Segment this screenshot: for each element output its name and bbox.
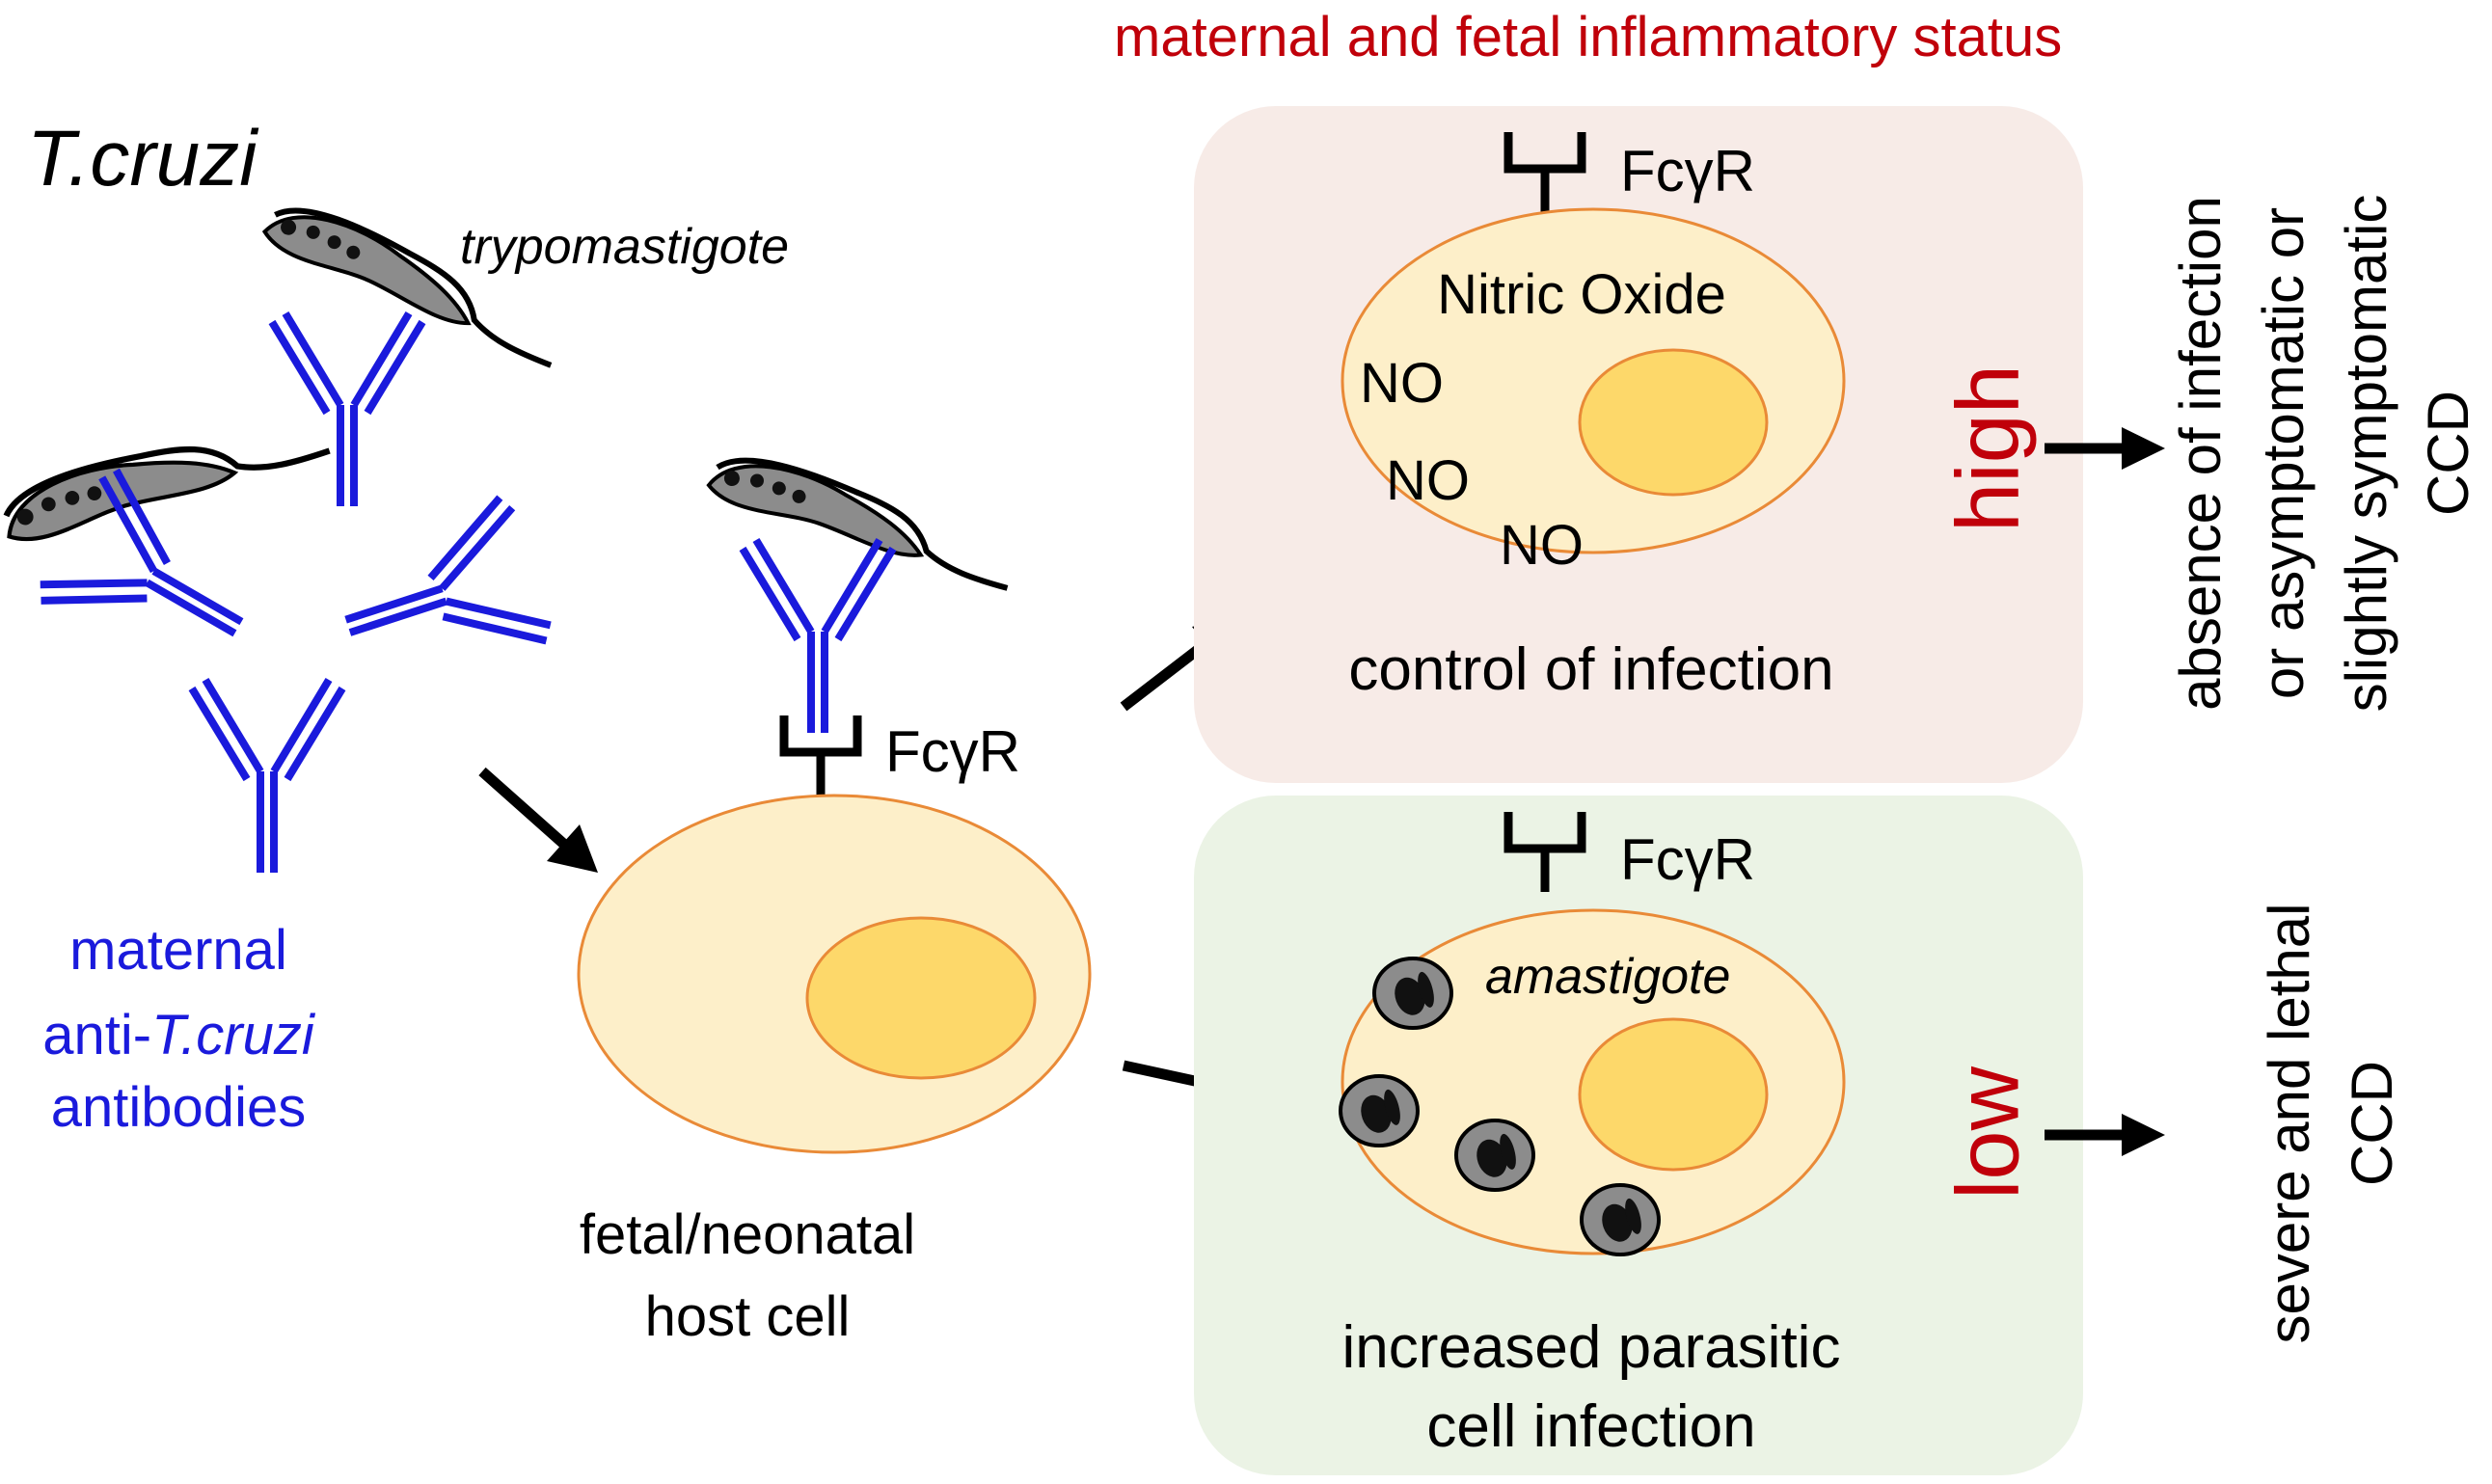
arrow-to-low-outcome — [2045, 1114, 2165, 1156]
maternal-antibody — [272, 313, 422, 506]
antibodies-line-1: maternal — [69, 919, 287, 982]
high-outcome-line-4: CCD — [2416, 391, 2480, 516]
no-label: NO — [1500, 514, 1584, 577]
low-status-box: FcγR amastigote low increased parasitic … — [1194, 796, 2083, 1475]
amastigote-parasite — [1372, 957, 1453, 1030]
host-cell-nucleus — [805, 916, 1037, 1080]
host-receptor-label: FcγR — [885, 719, 1020, 784]
low-outcome-line-1: severe and lethal — [2257, 904, 2321, 1344]
trypomastigote-parasite — [0, 380, 330, 575]
host-cell-caption-line-1: fetal/neonatal — [580, 1203, 915, 1266]
arrow-to-host-cell — [478, 767, 598, 873]
organism-title: T.cruzi — [27, 115, 259, 202]
bound-antibody — [743, 540, 893, 733]
maternal-antibody — [325, 495, 555, 697]
no-label: NO — [1386, 449, 1470, 512]
high-outcome-line-1: absence of infection — [2168, 196, 2233, 711]
high-status-word: high — [1938, 364, 2037, 532]
antibodies-caption: maternal anti-T.cruzi antibodies — [42, 919, 316, 1139]
low-caption-line-2: cell infection — [1426, 1393, 1755, 1460]
high-caption: control of infection — [1348, 636, 1833, 703]
antibodies-line-2: anti-T.cruzi — [42, 1004, 316, 1066]
amastigote-label: amastigote — [1485, 949, 1730, 1005]
status-title: maternal and fetal inflammatory status — [1114, 6, 2062, 68]
high-outcome-line-3: slightly symptomatic — [2334, 195, 2398, 713]
low-outcome-line-2: CCD — [2340, 1061, 2404, 1186]
no-label: NO — [1360, 352, 1444, 415]
amastigote-parasite — [1580, 1183, 1661, 1256]
arrow-to-high-outcome — [2045, 427, 2165, 470]
low-outcome: severe and lethal CCD — [2257, 904, 2404, 1344]
high-status-box: FcγR Nitric Oxide NO NO NO high control … — [1194, 106, 2083, 783]
low-cell-nucleus — [1578, 1017, 1769, 1172]
low-receptor-label: FcγR — [1620, 827, 1755, 892]
host-cell-caption-line-2: host cell — [645, 1285, 851, 1348]
amastigote-parasite — [1339, 1074, 1420, 1147]
trypomastigote-label: trypomastigote — [460, 219, 789, 275]
low-caption-line-1: increased parasitic — [1342, 1314, 1841, 1381]
high-receptor-label: FcγR — [1620, 139, 1755, 203]
high-cell-nucleus — [1578, 348, 1769, 497]
low-status-word: low — [1938, 1066, 2037, 1200]
antibodies-line-3: antibodies — [51, 1076, 306, 1139]
nitric-oxide-label: Nitric Oxide — [1437, 263, 1726, 326]
high-outcome-line-2: or asymptomatic or — [2251, 207, 2316, 699]
high-outcome: absence of infection or asymptomatic or … — [2168, 195, 2480, 713]
amastigote-parasite — [1454, 1119, 1535, 1192]
maternal-antibody — [192, 680, 342, 873]
